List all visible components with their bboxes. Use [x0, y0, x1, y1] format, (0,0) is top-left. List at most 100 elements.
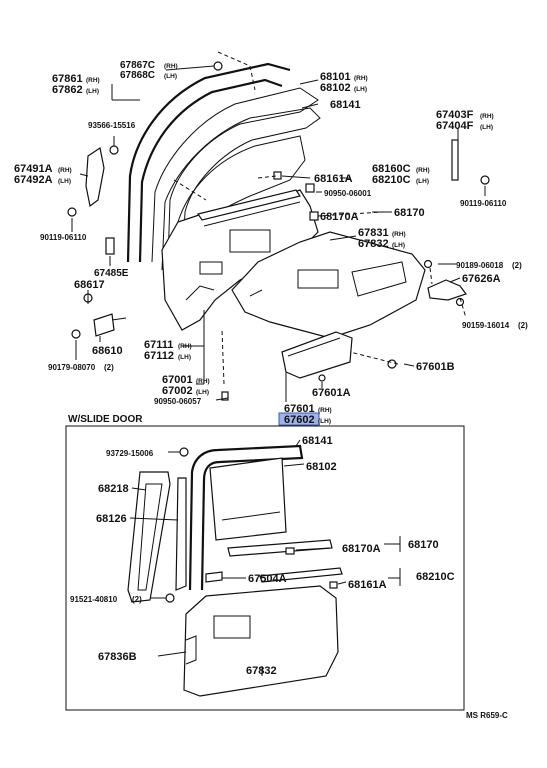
label-67404f: 67404F [436, 120, 474, 132]
label-67868c: 67868C [120, 70, 155, 81]
label-68170-upper: 68170 [394, 207, 425, 219]
screw-90119-right [480, 175, 490, 185]
dash-90950b [221, 329, 225, 385]
inner-belt-strip [203, 201, 301, 227]
door-frame-inner [138, 78, 283, 263]
strip-68170-slide [227, 539, 333, 557]
trim-armrest [351, 261, 407, 297]
dash-68161 [257, 175, 277, 179]
weatherstrip-68101 [151, 87, 319, 263]
label-67867c: 67867C [120, 60, 155, 71]
slide-door-box [65, 425, 465, 711]
dash-hinge [173, 179, 207, 201]
label-67485e: 67485E [94, 268, 129, 279]
bolt-93566 [109, 145, 119, 155]
label-68170a-upper: 68170A [320, 211, 359, 223]
label-67602: 67602 [284, 414, 315, 426]
strip-68210-slide [259, 567, 343, 583]
label-68170a-lower: 68170A [342, 543, 381, 555]
label-67862-tag: (LH) [86, 88, 99, 95]
label-67867c-tag: (RH) [164, 63, 178, 70]
leader-lines-lower [129, 439, 401, 676]
clip-68161a-slide [329, 581, 338, 589]
clip-68170a [309, 211, 319, 221]
label-67403f-tag: (RH) [480, 113, 494, 120]
label-67491a: 67491A [14, 163, 53, 175]
clip-68161 [273, 171, 282, 180]
dash-90159 [459, 297, 467, 319]
label-67861: 67861 [52, 73, 83, 85]
label-90159: 90159-16014 [462, 321, 510, 330]
panel-opening [229, 229, 271, 253]
armrest-edge [287, 337, 341, 357]
weatherstrip-67504 [205, 571, 223, 583]
clip-93729 [179, 447, 189, 457]
slide-door-assembly [127, 444, 343, 697]
panel-opening-2 [199, 261, 223, 275]
label-68161a-upper: 68161A [314, 173, 353, 185]
screw-67601a [318, 374, 326, 382]
slide-trim-pocket [213, 615, 251, 639]
label-68210c-upper-tag: (LH) [416, 178, 429, 185]
slide-trim-handle [185, 635, 197, 665]
trim-detail [249, 289, 263, 297]
belt-strip-68170 [197, 189, 301, 221]
label-67492a: 67492A [14, 174, 53, 186]
label-67404f-tag: (LH) [480, 124, 493, 131]
label-90189-tag: (2) [512, 261, 522, 270]
label-67112: 67112 [144, 350, 174, 362]
label-68126: 68126 [96, 513, 127, 525]
door-frame-outer [126, 62, 291, 263]
label-68102-upper: 68102 [320, 82, 351, 94]
label-67831: 67831 [358, 227, 389, 239]
glass-68126 [175, 477, 187, 591]
label-68617: 68617 [74, 279, 105, 291]
label-67831-tag: (RH) [392, 231, 406, 238]
diagram-reference-code: MS R659-C [466, 711, 508, 720]
label-67002-tag: (LH) [196, 389, 209, 396]
label-67111-tag: (RH) [178, 343, 192, 350]
clip-67601b [387, 359, 397, 369]
screw-90189 [423, 259, 433, 269]
label-67504a: 67504A [248, 573, 287, 585]
dash-67626 [429, 267, 433, 285]
clip-67867 [213, 61, 223, 71]
label-68210c-upper: 68210C [372, 174, 411, 186]
frame-68218 [127, 471, 171, 603]
label-67492a-tag: (LH) [58, 178, 71, 185]
label-67403f: 67403F [436, 109, 474, 121]
label-68161a-lower: 68161A [348, 579, 387, 591]
run-68141 [188, 444, 304, 591]
label-68102-upper-tag: (LH) [354, 86, 367, 93]
label-68170-lower: 68170 [408, 539, 439, 551]
frame-68218-inner [137, 483, 163, 591]
trim-handle-pocket [297, 269, 339, 289]
label-90189: 90189-06018 [456, 261, 504, 270]
label-67491a-tag: (RH) [58, 167, 72, 174]
label-90950-06057: 90950-06057 [154, 397, 202, 406]
glass-line [221, 511, 281, 521]
bolt-90179 [71, 329, 81, 339]
label-67001: 67001 [162, 374, 193, 386]
label-68160c-tag: (RH) [416, 167, 430, 174]
label-93729: 93729-15006 [106, 449, 154, 458]
armrest-67601 [281, 331, 353, 379]
lock-link [111, 317, 127, 321]
label-90950-06001: 90950-06001 [324, 189, 372, 198]
label-90179: 90179-08070 [48, 363, 96, 372]
label-67836b: 67836B [98, 651, 137, 663]
dash-67867 [217, 51, 256, 91]
label-91521: 91521-40810 [70, 595, 118, 604]
highlight-67602[interactable] [278, 412, 320, 426]
bolt-90119 [67, 207, 77, 217]
upper-door-assembly [67, 51, 490, 401]
label-68218: 68218 [98, 483, 129, 495]
clip-90950-06057 [221, 391, 229, 401]
label-67832-upper-tag: (LH) [392, 242, 405, 249]
label-67602-tag: (LH) [318, 418, 331, 425]
bolt-91521 [165, 593, 175, 603]
label-67832-lower: 67832 [246, 665, 277, 677]
label-90179-tag: (2) [104, 363, 114, 372]
section-title-slide-door: W/SLIDE DOOR [68, 414, 143, 425]
